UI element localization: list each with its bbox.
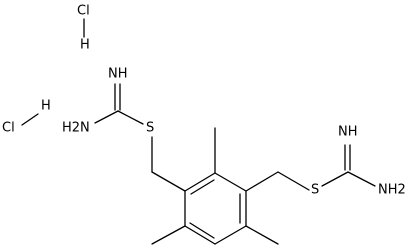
left-isothiourea-group: NH H2N S xyxy=(62,67,154,173)
hydrogen-atom-label: H xyxy=(80,38,90,53)
c-nh2-bond xyxy=(94,110,119,124)
amine-h2n-label: H2N xyxy=(62,121,90,136)
hcl-molecule-left: Cl H xyxy=(2,99,51,136)
methyl-groups xyxy=(151,127,279,245)
chlorine-atom-label: Cl xyxy=(2,121,15,136)
c-nh2-bond xyxy=(347,171,376,187)
ring-bond xyxy=(184,172,216,192)
amine-nh2-label: NH2 xyxy=(378,183,406,198)
imine-nh-label: NH xyxy=(338,125,358,140)
ring-ch2-bond xyxy=(245,171,279,192)
ring-bond xyxy=(151,171,186,192)
chlorine-atom-label: Cl xyxy=(77,4,90,19)
sulfur-atom-label: S xyxy=(311,183,319,198)
ring-bond xyxy=(214,225,247,245)
ch2-s-bond xyxy=(277,171,310,191)
c-s-bond xyxy=(117,110,144,125)
ring-double-bond-inner xyxy=(189,222,215,239)
methyl-bond-lower-right xyxy=(245,225,279,245)
s-c-bond xyxy=(321,171,349,187)
methyl-bond-lower-left xyxy=(151,225,186,245)
imine-nh-label: NH xyxy=(108,67,128,82)
hydrogen-atom-label: H xyxy=(41,99,51,114)
right-isothiourea-group: S NH NH2 xyxy=(245,125,406,198)
ring-double-bond-inner xyxy=(190,179,215,195)
h-cl-bond xyxy=(21,113,39,126)
ring-bond xyxy=(184,225,216,245)
hcl-molecule-top: Cl H xyxy=(77,4,90,53)
benzene-ring xyxy=(151,171,247,245)
sulfur-atom-label: S xyxy=(146,121,154,136)
ring-bond xyxy=(214,172,247,192)
